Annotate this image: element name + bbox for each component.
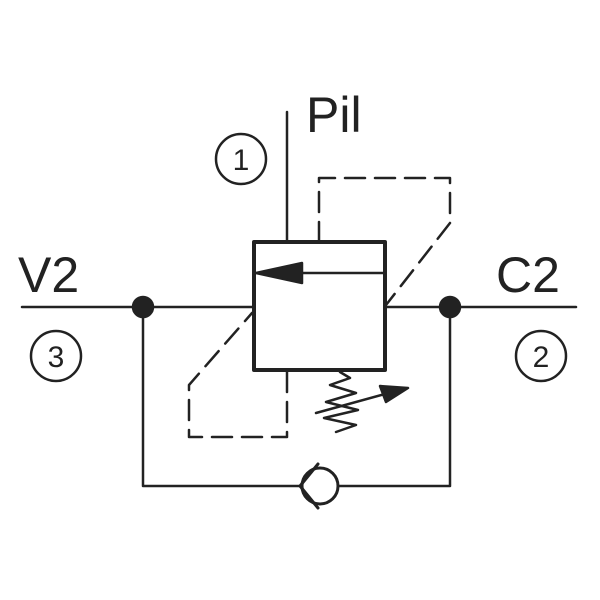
spring-icon xyxy=(322,370,360,434)
junction-dot-left xyxy=(131,295,155,319)
pilot-dashed-line-top xyxy=(317,176,452,307)
flow-arrow-head xyxy=(254,261,304,285)
pilot-dashed-line-bottom xyxy=(187,311,289,439)
port-valve-label: V2 xyxy=(18,247,79,303)
adjustment-arrow-line xyxy=(314,392,387,415)
bypass-line-right xyxy=(337,305,452,488)
port-3-number: 3 xyxy=(48,341,65,374)
port-cylinder-label: C2 xyxy=(496,247,560,303)
port-2-circle xyxy=(514,329,568,383)
port-1-circle xyxy=(214,132,268,186)
valve-body xyxy=(252,240,387,372)
port-pilot-label: Pil xyxy=(306,87,362,143)
bypass-line-left xyxy=(141,305,302,488)
port-2-number: 2 xyxy=(533,341,550,374)
check-valve-seat xyxy=(298,462,320,510)
adjustment-arrow-head xyxy=(378,384,410,404)
port-3-circle xyxy=(29,329,83,383)
junction-dot-right xyxy=(438,295,462,319)
port-1-number: 1 xyxy=(233,144,250,177)
check-valve-ball xyxy=(300,466,340,506)
